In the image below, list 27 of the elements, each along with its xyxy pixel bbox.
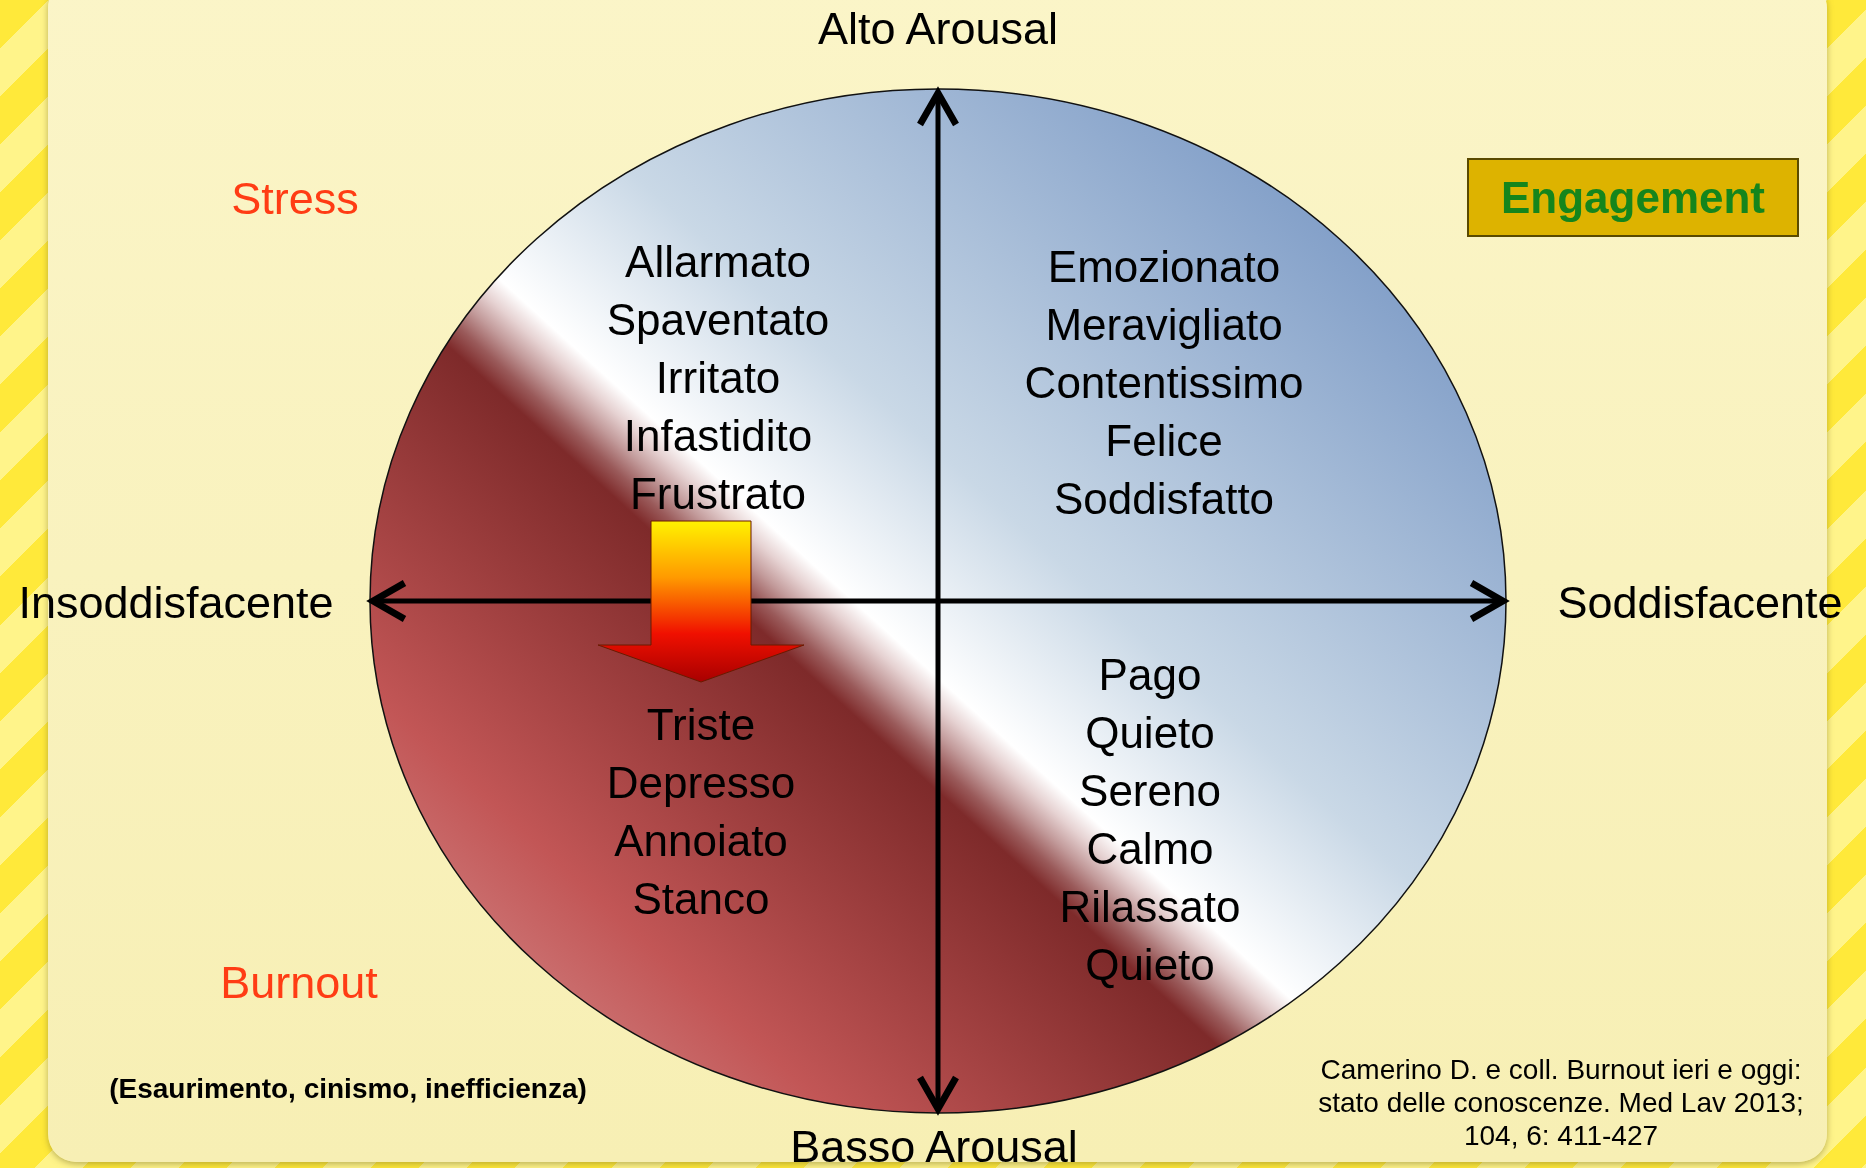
zone-label: Burnout [220, 957, 378, 1009]
axis-label: Insoddisfacente [18, 577, 334, 629]
emotion-word: Soddisfatto [1052, 473, 1276, 525]
block-arrow [597, 520, 805, 683]
axis-label: Soddisfacente [1557, 577, 1843, 629]
emotion-word: Contentissimo [1023, 357, 1305, 409]
axis-label: Basso Arousal [790, 1121, 1078, 1168]
highlight-badge: Engagement [1467, 158, 1799, 237]
emotion-word: Meravigliato [1044, 299, 1284, 351]
emotion-word: Depresso [605, 757, 797, 809]
citation: Camerino D. e coll. Burnout ieri e oggi: stato delle conoscenze. Med Lav 2013; 104, 6: 411-427 [1317, 1053, 1805, 1153]
emotion-word: Sereno [1078, 765, 1222, 817]
emotion-word: Triste [645, 699, 757, 751]
emotion-word: Stanco [631, 873, 771, 925]
emotion-word: Felice [1104, 415, 1224, 467]
axis-label: Alto Arousal [817, 3, 1059, 55]
emotion-word: Allarmato [624, 236, 812, 288]
emotion-word: Calmo [1085, 823, 1215, 875]
emotion-word: Pago [1097, 649, 1203, 701]
emotion-word: Quieto [1084, 707, 1216, 759]
emotion-word: Irritato [654, 352, 782, 404]
emotion-word: Annoiato [613, 815, 789, 867]
emotion-word: Spaventato [605, 294, 831, 346]
emotion-word: Infastidito [622, 410, 814, 462]
zone-note: (Esaurimento, cinismo, inefficienza) [109, 1073, 587, 1105]
emotion-word: Emozionato [1046, 241, 1282, 293]
zone-label: Stress [231, 173, 359, 225]
